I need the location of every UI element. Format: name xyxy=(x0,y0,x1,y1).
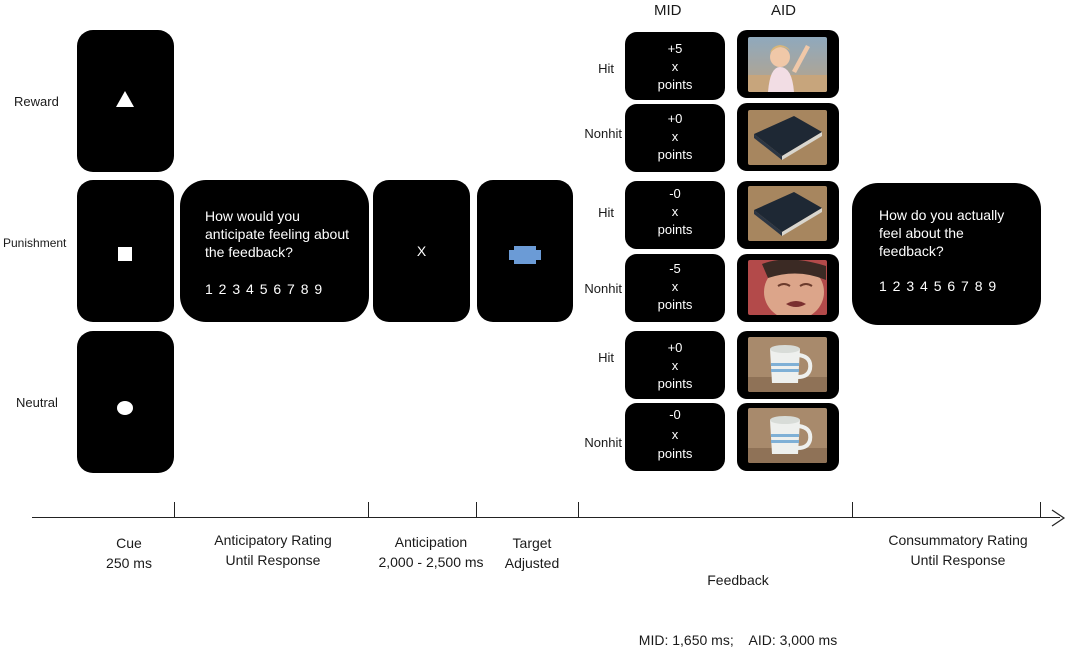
points-multiplier: x xyxy=(671,204,679,219)
fixation-symbol: X xyxy=(416,243,427,259)
aid-column-header: AID xyxy=(771,2,797,19)
anticipatory-rating-question: How would you anticipate feeling about t… xyxy=(205,208,349,260)
points-value: -0 xyxy=(669,407,681,422)
mug-photo xyxy=(748,337,827,392)
aid-feedback-screen xyxy=(737,103,839,171)
timeline-tick xyxy=(174,502,175,517)
phase-name: Cue xyxy=(116,535,142,551)
consummatory-rating-screen: How do you actually feel about the feedb… xyxy=(852,183,1041,325)
points-word: points xyxy=(657,77,693,92)
timeline-label-cue: Cue 250 ms xyxy=(79,533,179,573)
cue-screen-reward xyxy=(77,30,174,172)
phase-duration: Adjusted xyxy=(504,555,560,571)
mid-feedback-screen: -0 x points xyxy=(625,403,725,471)
points-multiplier: x xyxy=(671,59,679,74)
timeline-label-feedback: Feedback MID: 1,650 ms; AID: 3,000 ms xyxy=(628,530,848,670)
phase-name: Anticipatory Rating xyxy=(214,532,332,548)
mid-feedback-screen: -0 x points xyxy=(625,181,725,249)
timeline-label-anticipatory-rating: Anticipatory Rating Until Response xyxy=(188,530,358,570)
points-word: points xyxy=(657,297,693,312)
feedback-label-neutral-nonhit: Nonhit xyxy=(584,435,622,450)
phase-duration: Until Response xyxy=(910,552,1006,568)
cue-label-reward: Reward xyxy=(14,94,59,109)
mid-feedback-screen: +0 x points xyxy=(625,104,725,172)
phase-duration: 250 ms xyxy=(106,555,152,571)
consummatory-rating-question: How do you actually feel about the feedb… xyxy=(879,207,1005,259)
phase-name: Consummatory Rating xyxy=(888,532,1028,548)
timeline-tick xyxy=(578,502,579,517)
closed-notebook-photo xyxy=(748,186,827,241)
feedback-label-punishment-nonhit: Nonhit xyxy=(584,281,622,296)
points-multiplier: x xyxy=(671,129,679,144)
consummatory-rating-scale: 1 2 3 4 5 6 7 8 9 xyxy=(879,278,998,294)
mid-feedback-screen: -5 x points xyxy=(625,254,725,322)
crying-woman-photo xyxy=(748,260,827,315)
phase-duration: MID: 1,650 ms; AID: 3,000 ms xyxy=(638,632,838,648)
points-value: +5 xyxy=(667,41,683,56)
mid-column-header: MID xyxy=(654,2,682,19)
timeline-label-anticipation: Anticipation 2,000 - 2,500 ms xyxy=(370,532,492,572)
target-screen xyxy=(477,180,573,322)
feedback-label-reward-hit: Hit xyxy=(598,61,614,76)
timeline-tick xyxy=(1040,502,1041,517)
triangle-icon xyxy=(116,91,134,107)
phase-duration: 2,000 - 2,500 ms xyxy=(378,554,484,570)
square-icon xyxy=(118,247,132,261)
aid-feedback-screen xyxy=(737,30,839,98)
timeline-axis xyxy=(32,517,1060,518)
mid-feedback-screen: +0 x points xyxy=(625,331,725,399)
cue-screen-punishment xyxy=(77,180,174,322)
timeline-label-target: Target Adjusted xyxy=(492,533,572,573)
points-multiplier: x xyxy=(671,358,679,373)
arrow-right-icon xyxy=(1051,509,1066,527)
anticipation-screen: X xyxy=(373,180,470,322)
cue-screen-neutral xyxy=(77,331,174,473)
mid-feedback-screen: +5 x points xyxy=(625,32,725,100)
phase-name: Anticipation xyxy=(394,534,468,550)
points-value: -5 xyxy=(669,261,681,276)
points-word: points xyxy=(657,147,693,162)
mug-photo xyxy=(748,408,827,463)
target-icon xyxy=(509,246,541,264)
aid-feedback-screen xyxy=(737,403,839,471)
points-word: points xyxy=(657,446,693,461)
smiling-child-photo xyxy=(748,37,827,92)
phase-name: Target xyxy=(512,535,552,551)
phase-name: Feedback xyxy=(707,572,769,588)
closed-notebook-photo xyxy=(748,110,827,165)
circle-icon xyxy=(117,401,133,415)
cue-label-neutral: Neutral xyxy=(16,395,58,410)
points-word: points xyxy=(657,222,693,237)
aid-feedback-screen xyxy=(737,254,839,322)
anticipatory-rating-scale: 1 2 3 4 5 6 7 8 9 xyxy=(205,281,324,297)
timeline-tick xyxy=(852,502,853,517)
timeline-tick xyxy=(476,502,477,517)
timeline-label-consummatory-rating: Consummatory Rating Until Response xyxy=(868,530,1048,570)
aid-feedback-screen xyxy=(737,181,839,249)
points-multiplier: x xyxy=(671,427,679,442)
phase-duration: Until Response xyxy=(225,552,321,568)
points-value: +0 xyxy=(667,340,683,355)
feedback-label-punishment-hit: Hit xyxy=(598,205,614,220)
points-value: +0 xyxy=(667,111,683,126)
points-multiplier: x xyxy=(671,279,679,294)
anticipatory-rating-screen: How would you anticipate feeling about t… xyxy=(180,180,369,322)
timeline-tick xyxy=(368,502,369,517)
cue-label-punishment: Punishment xyxy=(3,236,67,250)
aid-feedback-screen xyxy=(737,331,839,399)
feedback-label-neutral-hit: Hit xyxy=(598,350,614,365)
feedback-label-reward-nonhit: Nonhit xyxy=(584,126,622,141)
points-word: points xyxy=(657,376,693,391)
points-value: -0 xyxy=(669,186,681,201)
